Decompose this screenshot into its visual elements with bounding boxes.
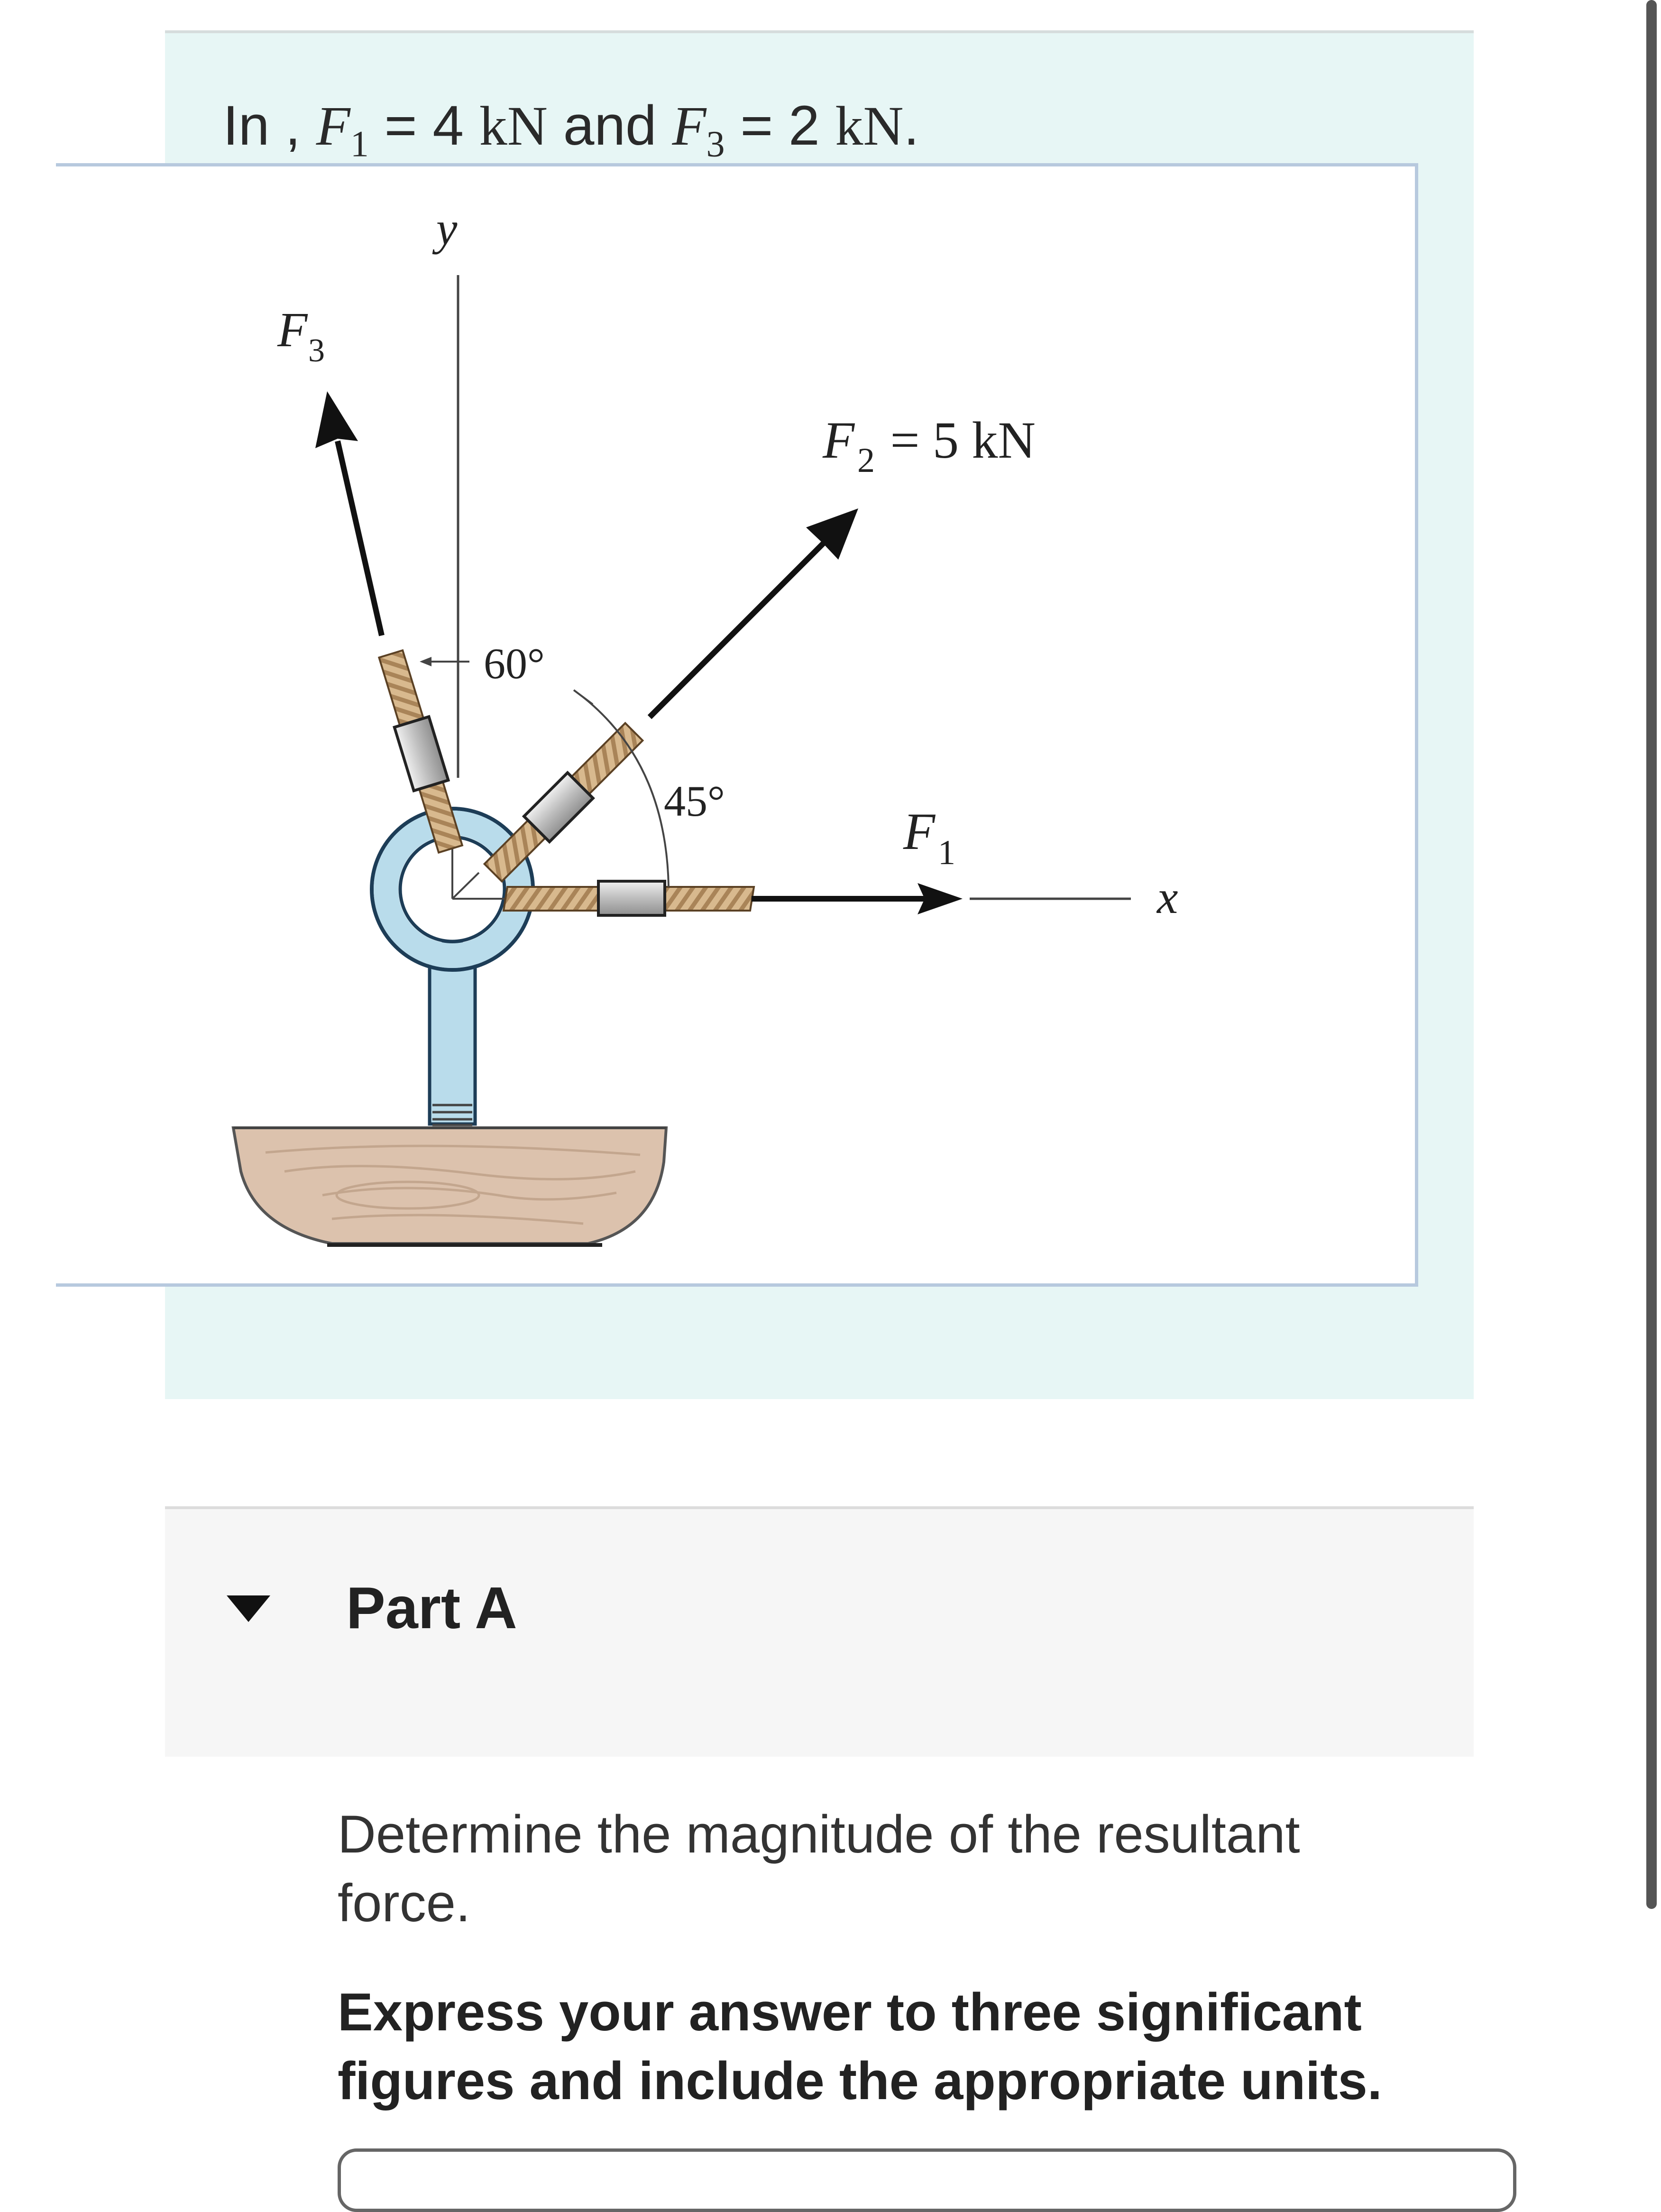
f3-label-subscript: 3 [308,332,325,369]
f1-equals: = 4 [368,94,479,157]
bolt-threads [432,1104,472,1126]
f2-label: F 2 = 5 kN [822,411,1036,480]
part-a-header[interactable] [165,1506,1474,1757]
y-axis-label: y [432,202,458,255]
f1-subscript: 1 [350,123,369,165]
angle-60-arrow [420,657,431,666]
f3-arrow-shaft [335,440,385,636]
f1-arrowhead [918,883,963,914]
f3-subscript: 3 [706,123,725,165]
eyebolt-shank [428,942,477,1126]
f1-label: F 1 [903,802,955,872]
f1-label-subscript: 1 [938,833,955,872]
question-text: Determine the magnitude of the resultant… [338,1805,1300,1933]
f2-arrow-shaft [647,532,835,719]
intro-prefix: In , [223,94,301,157]
answer-instruction: Express your answer to three significant… [338,1982,1382,2111]
problem-statement: In , F1 = 4 kN and F3 = 2 kN. [223,92,919,177]
eyebolt-force-diagram: y x 60° 45° F 3 F 2 = 5 kN F 1 [231,202,1178,1247]
angle-45-arc [582,696,670,887]
f3-letter: F [672,95,707,157]
f1-rope-clamp [597,880,666,917]
intro-period: . [903,94,919,157]
f1-unit: kN [479,95,548,157]
ring-angle-line-1 [451,872,480,900]
wood-grain [265,1144,641,1225]
intro-and: and [547,94,672,157]
f3-rope-group [377,649,464,854]
f2-arrowhead [806,508,858,560]
part-title[interactable]: Part A [346,1576,517,1641]
f1-letter: F [316,95,350,157]
figure-frame [56,163,1418,1287]
x-axis-label: x [1156,871,1178,923]
f2-rope-group [483,721,644,883]
angle-45-pointer [573,689,594,705]
f3-label: F 3 [277,303,325,369]
collapse-triangle-icon[interactable] [227,1595,270,1622]
f2-label-value: = 5 kN [877,411,1036,469]
f3-arrowhead [315,391,358,448]
answer-input[interactable] [338,2148,1516,2212]
f3-symbol: F3 [672,95,725,165]
angle-60-label: 60° [484,639,545,688]
f2-rope-clamp [522,771,595,844]
f3-equals: = 2 [725,94,835,157]
f3-rope-clamp [393,715,450,793]
f2-label-letter: F [822,411,855,469]
f3-label-letter: F [277,303,308,357]
f1-label-letter: F [903,802,936,860]
f2-label-subscript: 2 [857,441,875,480]
scrollbar[interactable] [1646,0,1657,1909]
f1-symbol: F1 [316,95,369,165]
angle-45-label: 45° [664,777,725,825]
f3-unit: kN [835,95,904,157]
